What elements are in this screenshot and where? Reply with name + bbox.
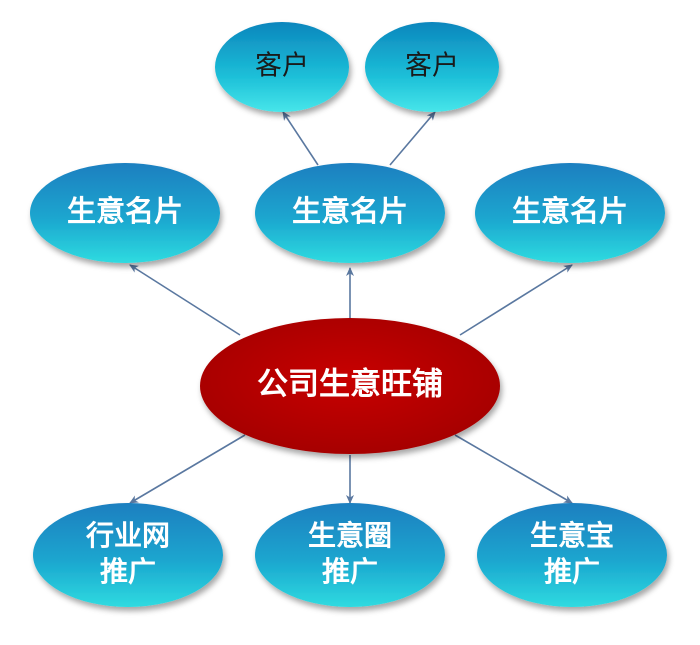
client-node-left bbox=[215, 22, 349, 112]
client-node-right bbox=[365, 22, 499, 112]
promo-node-left bbox=[33, 503, 223, 607]
arrow-card-to-client-left bbox=[282, 111, 319, 166]
promo-node-middle-line1: 生意圈 bbox=[308, 519, 392, 552]
promo-node-middle bbox=[255, 503, 445, 607]
connectors bbox=[129, 111, 573, 504]
arrow-center-to-promo-left bbox=[129, 434, 246, 504]
card-node-right-label: 生意名片 bbox=[512, 194, 628, 228]
card-node-right bbox=[475, 163, 665, 263]
promo-node-right-line2: 推广 bbox=[544, 555, 600, 588]
card-node-left bbox=[30, 163, 220, 263]
arrow-center-to-card-right bbox=[459, 264, 573, 336]
card-node-middle-label: 生意名片 bbox=[292, 194, 408, 228]
arrow-card-to-client-right bbox=[389, 111, 436, 166]
promo-node-middle-line2: 推广 bbox=[322, 555, 378, 588]
arrow-center-to-promo-right bbox=[454, 434, 573, 504]
center-node-label: 公司生意旺铺 bbox=[257, 367, 443, 403]
promo-node-right bbox=[477, 503, 667, 607]
client-node-left-label: 客户 bbox=[255, 51, 309, 82]
promo-node-left-line1: 行业网 bbox=[85, 519, 170, 552]
promo-node-right-line1: 生意宝 bbox=[530, 519, 614, 552]
card-node-left-label: 生意名片 bbox=[67, 194, 183, 228]
promo-node-left-line2: 推广 bbox=[100, 555, 156, 588]
card-node-middle bbox=[255, 163, 445, 263]
center-node bbox=[200, 318, 500, 454]
client-node-right-label: 客户 bbox=[405, 51, 459, 82]
arrow-center-to-card-left bbox=[129, 264, 241, 336]
